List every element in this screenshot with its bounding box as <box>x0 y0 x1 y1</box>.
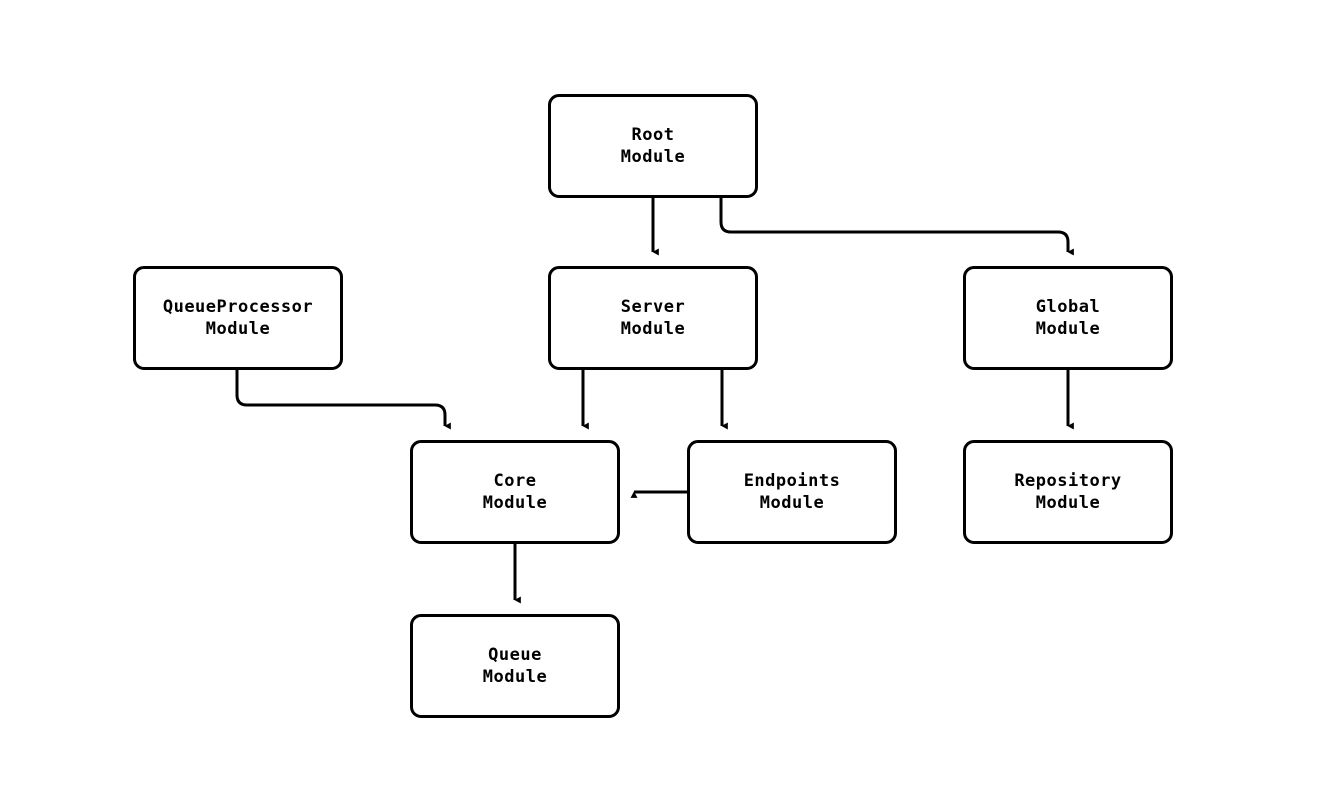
node-label-suffix: Module <box>1035 493 1101 513</box>
edge-queueprocessor-core <box>235 370 451 430</box>
node-label-name: Global <box>1035 297 1101 317</box>
node-label-name: Endpoints <box>743 471 841 491</box>
node-label-name: Root <box>631 125 675 145</box>
node-label-suffix: Module <box>759 493 825 513</box>
node-label-suffix: Module <box>620 319 686 339</box>
node-label-name: Queue <box>488 645 542 665</box>
node-label-name: Core <box>493 471 537 491</box>
node-label-name: Repository <box>1014 471 1122 491</box>
node-label-suffix: Module <box>1035 319 1101 339</box>
node-label-suffix: Module <box>482 493 548 513</box>
node-label-suffix: Module <box>205 319 271 339</box>
node-label-name: Server <box>620 297 686 317</box>
node-label-name: QueueProcessor <box>162 297 314 317</box>
node-label-suffix: Module <box>620 147 686 167</box>
edge-root-global <box>719 198 1074 256</box>
node-label-suffix: Module <box>482 667 548 687</box>
